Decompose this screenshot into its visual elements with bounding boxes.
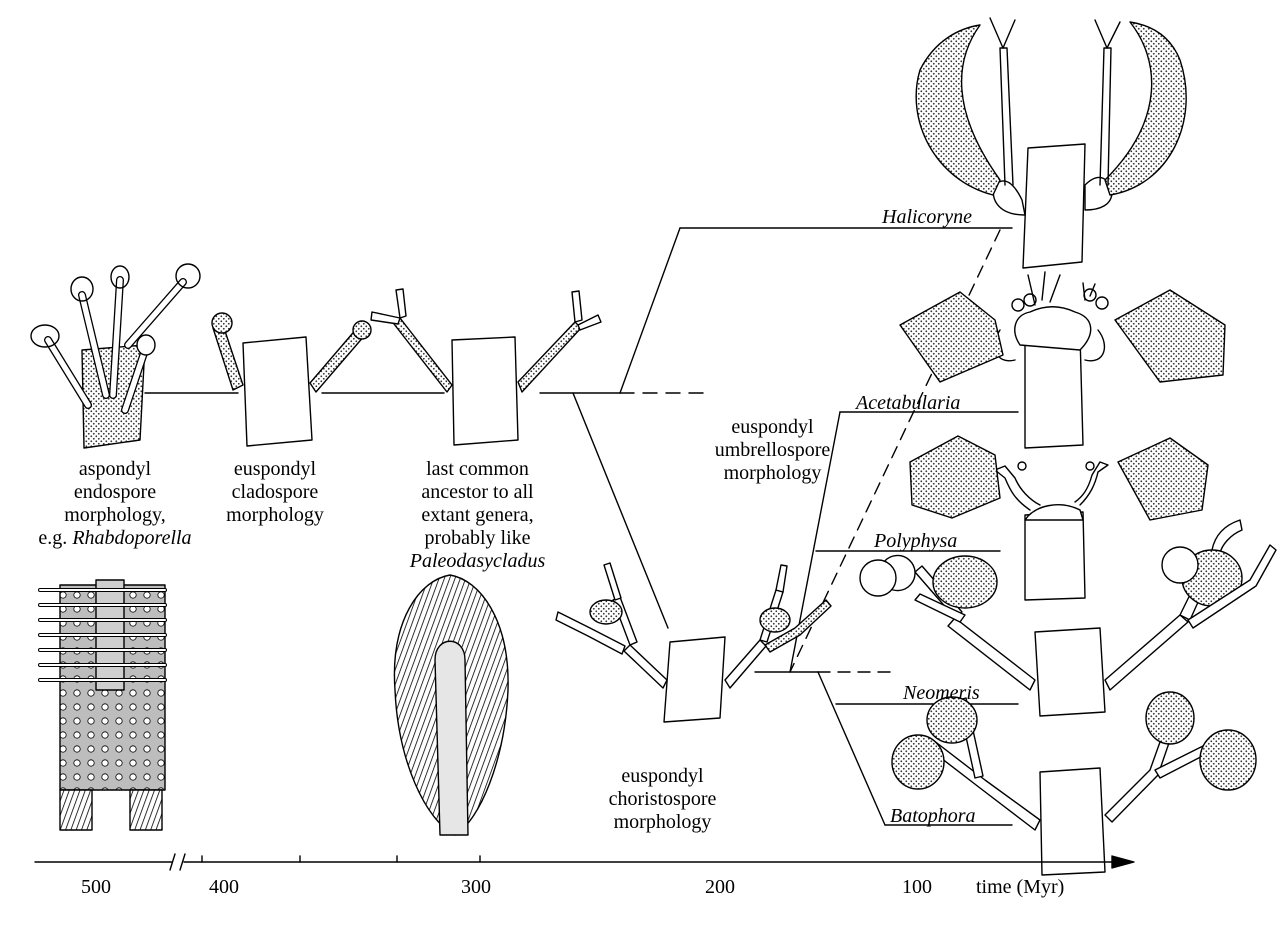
time-axis <box>35 854 1134 870</box>
label-line: euspondyl <box>700 416 845 439</box>
axis-title: time (Myr) <box>976 876 1064 899</box>
taxon-batophora: Batophora <box>890 805 976 828</box>
label-line: ancestor to all <box>395 481 560 504</box>
label-line: cladospore <box>200 481 350 504</box>
genus-paleodasycladus: Paleodasycladus <box>410 550 546 572</box>
taxon-halicoryne: Halicoryne <box>882 206 972 229</box>
axis-tick-300: 300 <box>461 876 491 899</box>
label-line: endospore <box>20 481 210 504</box>
label-last-common-ancestor: last common ancestor to all extant gener… <box>395 458 560 573</box>
label-line: last common <box>395 458 560 481</box>
axis-tick-400: 400 <box>209 876 239 899</box>
axis-tick-200: 200 <box>705 876 735 899</box>
label-line: e.g. Rhabdoporella <box>20 527 210 550</box>
label-aspondyl-endospore: aspondyl endospore morphology, e.g. Rhab… <box>20 458 210 550</box>
batophora-drawing <box>892 692 1256 875</box>
label-euspondyl-umbrellospore: euspondyl umbrellospore morphology <box>700 416 845 485</box>
label-line: morphology <box>595 811 730 834</box>
aspondyl-endospore-drawing <box>31 264 200 448</box>
label-euspondyl-choristospore: euspondyl choristospore morphology <box>595 765 730 834</box>
eg-prefix: e.g. <box>38 527 72 549</box>
genus-rhabdoporella: Rhabdoporella <box>72 527 191 549</box>
ancestor-drawing <box>371 289 601 445</box>
label-line: Paleodasycladus <box>395 550 560 573</box>
paleodasycladus-fossil-illustration <box>394 575 508 835</box>
label-line: choristospore <box>595 788 730 811</box>
label-line: morphology, <box>20 504 210 527</box>
acetabularia-drawing <box>900 272 1225 448</box>
cladospore-drawing <box>212 313 371 446</box>
label-line: umbrellospore <box>700 439 845 462</box>
label-line: aspondyl <box>20 458 210 481</box>
taxon-polyphysa: Polyphysa <box>874 530 957 553</box>
label-line: extant genera, <box>395 504 560 527</box>
axis-tick-100: 100 <box>902 876 932 899</box>
halicoryne-drawing <box>916 18 1186 268</box>
label-line: euspondyl <box>595 765 730 788</box>
axis-tick-500: 500 <box>81 876 111 899</box>
label-euspondyl-cladospore: euspondyl cladospore morphology <box>200 458 350 527</box>
rhabdoporella-fossil-illustration <box>40 580 165 830</box>
label-line: probably like <box>395 527 560 550</box>
taxon-neomeris: Neomeris <box>903 682 980 705</box>
label-line: morphology <box>200 504 350 527</box>
label-line: euspondyl <box>200 458 350 481</box>
taxon-acetabularia: Acetabularia <box>856 392 960 415</box>
label-line: morphology <box>700 462 845 485</box>
choristospore-drawing <box>556 563 831 722</box>
